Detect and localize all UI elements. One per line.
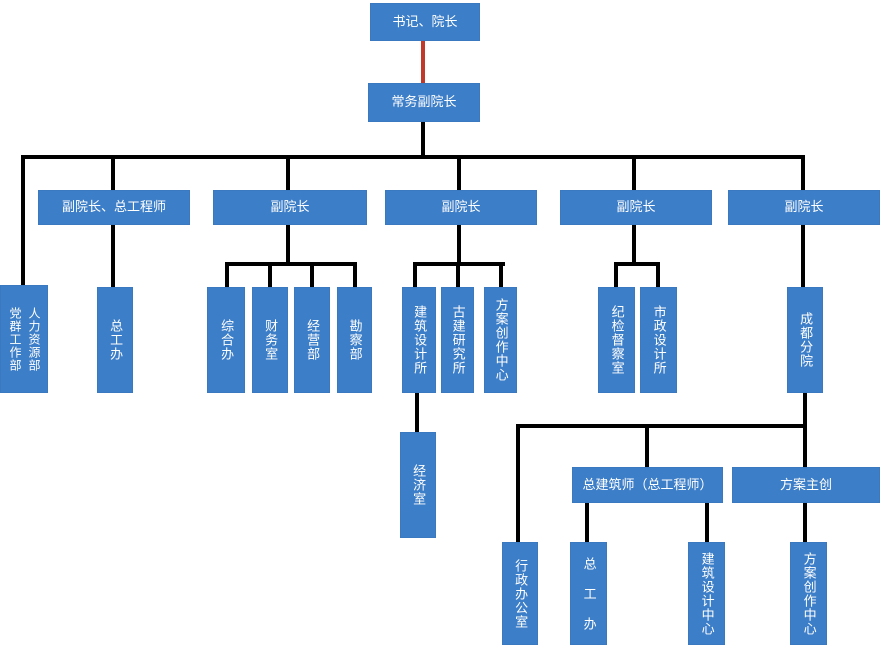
connector-sub-horizontal-3: [614, 262, 660, 266]
connector: [286, 225, 290, 262]
connector: [421, 122, 425, 157]
node-architectural-design-institute: 建筑设计所: [402, 287, 436, 393]
connector: [803, 393, 807, 424]
connector: [457, 159, 461, 190]
connector: [225, 266, 229, 287]
connector: [632, 159, 636, 190]
connector: [516, 428, 520, 542]
connector-main-horizontal: [21, 155, 805, 159]
node-vice-dean-4: 副院长: [728, 190, 880, 225]
connector-sub-horizontal-2: [413, 262, 505, 266]
node-discipline-inspection-office: 纪检督察室: [598, 287, 635, 393]
node-party-mass-and-hr-dept: 党群工作部 人力资源部: [0, 285, 48, 393]
node-scheme-lead: 方案主创: [732, 467, 880, 503]
node-municipal-design-institute: 市政设计所: [640, 287, 677, 393]
connector: [801, 225, 805, 287]
connector-sub-horizontal-1: [225, 262, 357, 266]
node-executive-vice-dean: 常务副院长: [368, 83, 480, 122]
connector: [803, 428, 807, 467]
node-branch-chief-engineer-office: 总 工 办: [570, 542, 607, 645]
connector: [111, 225, 115, 287]
node-finance-office: 财务室: [252, 287, 288, 393]
connector: [286, 159, 290, 190]
node-hr-dept-label: 人力资源部: [27, 306, 41, 372]
connector: [413, 266, 417, 287]
connector: [457, 225, 461, 262]
connector: [456, 266, 460, 287]
connector: [632, 225, 636, 262]
connector: [268, 266, 272, 287]
node-general-office: 综合办: [207, 287, 245, 393]
connector: [111, 159, 115, 190]
connector: [353, 266, 357, 287]
connector: [21, 159, 25, 285]
connector: [415, 393, 419, 432]
connector: [803, 503, 807, 542]
connector: [801, 159, 805, 190]
node-chief-engineer-office: 总工办: [97, 287, 133, 393]
connector: [656, 266, 660, 287]
node-economy-office: 经济室: [400, 432, 436, 538]
connector: [499, 266, 503, 287]
node-chief-architect: 总建筑师（总工程师）: [572, 467, 723, 503]
node-branch-scheme-creation-center: 方案创作中心: [790, 542, 827, 645]
node-ancient-architecture-institute: 古建研究所: [441, 287, 474, 393]
node-vice-dean-3: 副院长: [560, 190, 712, 225]
connector: [310, 266, 314, 287]
node-admin-office: 行政办公室: [502, 542, 538, 645]
connector: [585, 503, 589, 542]
connector: [614, 266, 618, 287]
node-operations-dept: 经营部: [294, 287, 330, 393]
node-survey-dept: 勘察部: [337, 287, 372, 393]
node-scheme-creation-center: 方案创作中心: [484, 287, 517, 393]
node-secretary-dean: 书记、院长: [370, 3, 480, 41]
connector-secretary-to-executive: [421, 41, 425, 83]
connector: [645, 428, 649, 467]
node-vice-dean-chief-engineer: 副院长、总工程师: [38, 190, 190, 225]
node-vice-dean-2: 副院长: [385, 190, 537, 225]
node-party-mass-dept-label: 党群工作部: [8, 306, 22, 372]
node-chengdu-branch: 成都分院: [787, 287, 823, 393]
node-architectural-design-center: 建筑设计中心: [688, 542, 725, 645]
node-vice-dean-1: 副院长: [213, 190, 367, 225]
connector-sub-horizontal-4: [516, 424, 807, 428]
connector: [705, 503, 709, 542]
